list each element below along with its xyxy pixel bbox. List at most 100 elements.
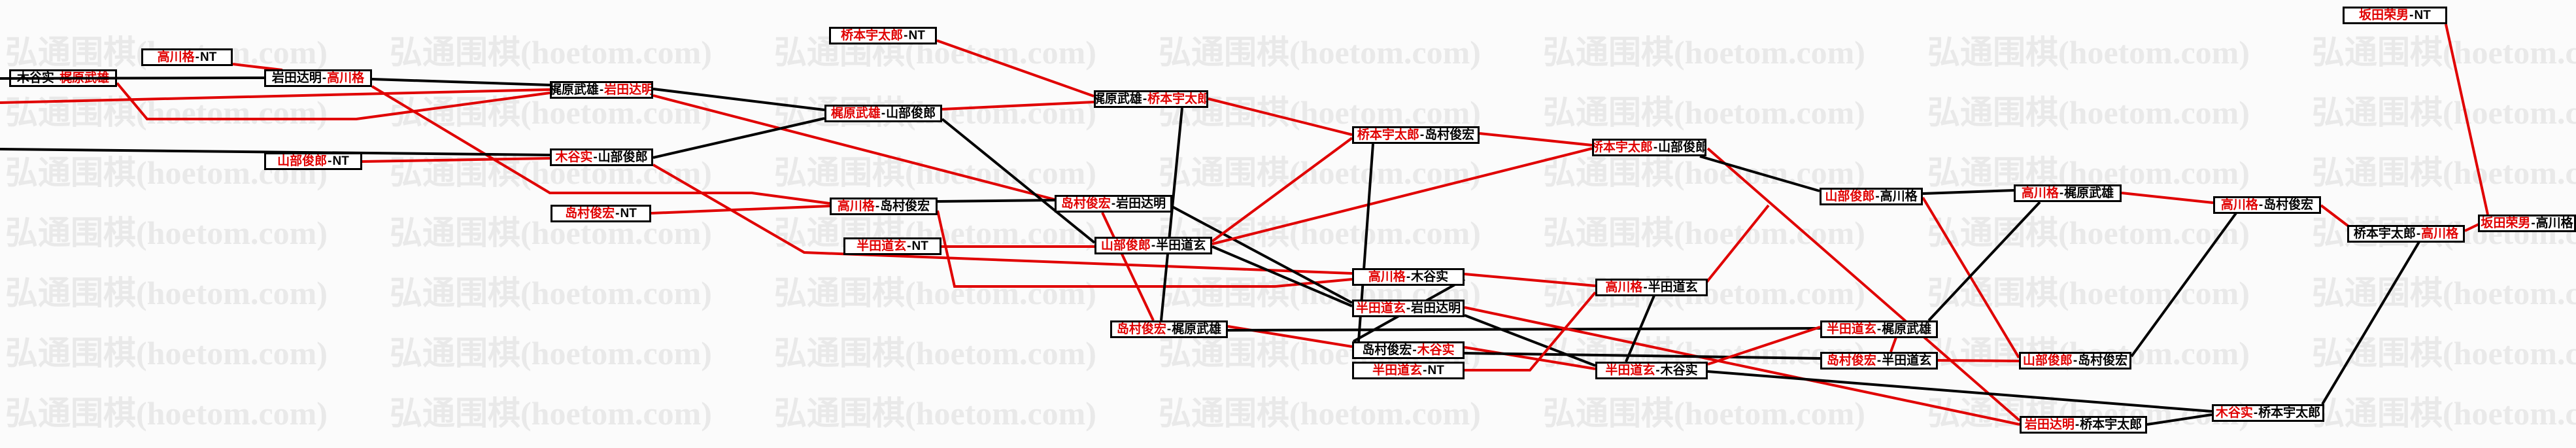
match-box-handa-nt-2: 半田道玄-NT — [1352, 362, 1465, 379]
match-box-kajiwara-yamabe: 梶原武雄-山部俊郎 — [824, 105, 942, 122]
connector-line-red — [116, 82, 551, 120]
connector-line-black — [371, 78, 551, 86]
player-name-second: 岛村俊宏 — [2078, 354, 2128, 368]
match-box-shimamura-handa: 岛村俊宏-半田道玄 — [1820, 352, 1938, 370]
name-separator: - — [1406, 270, 1411, 284]
player-name-first: 高川格 — [2021, 186, 2059, 200]
no-game-label: NT — [332, 154, 349, 168]
player-name-second: 木谷实 — [1660, 364, 1698, 377]
player-name-first: 高川格 — [157, 50, 195, 64]
player-name-second: 半田道玄 — [1156, 239, 1206, 252]
player-name-first: 半田道玄 — [1355, 302, 1406, 315]
player-name-second: 岛村俊宏 — [2263, 198, 2314, 212]
player-name-first: 山部俊郎 — [2022, 354, 2073, 368]
match-box-hashimoto-nt: 桥本宇太郎-NT — [829, 27, 937, 44]
player-name-first: 高川格 — [1368, 270, 1406, 284]
name-separator: - — [1643, 281, 1648, 294]
match-box-kajiwara-hashimoto: 梶原武雄-桥本宇太郎 — [1094, 90, 1208, 108]
player-name-first: 岛村俊宏 — [1362, 343, 1412, 357]
match-box-hashimoto-takagawa: 桥本宇太郎-高川格 — [2347, 225, 2465, 243]
connector-line-red — [2445, 24, 2489, 215]
match-box-sakata-nt: 坂田荣男-NT — [2343, 7, 2447, 24]
name-separator: - — [1653, 141, 1658, 154]
name-separator: - — [1166, 322, 1172, 336]
no-game-label: NT — [908, 29, 925, 43]
name-separator: - — [2416, 227, 2421, 241]
connector-line-red — [936, 39, 1094, 97]
connector-line-black — [1212, 245, 1353, 307]
connector-line-red — [0, 88, 551, 104]
connector-line-red — [1479, 132, 1593, 146]
name-separator: - — [2075, 418, 2080, 432]
connector-line-black — [1160, 107, 1183, 321]
connector-line-black — [937, 199, 1055, 203]
player-name-second: 桥本宇太郎 — [2258, 406, 2321, 420]
player-name-second: 岛村俊宏 — [880, 199, 930, 213]
player-name-second: 岩田达明 — [1411, 302, 1461, 315]
player-name-second: 岛村俊宏 — [1425, 128, 1475, 142]
connector-line-black — [0, 148, 551, 156]
player-name-first: 坂田荣男 — [2481, 216, 2531, 230]
connector-line-red — [1890, 337, 1897, 353]
name-separator: - — [1876, 354, 1882, 368]
connector-line-red — [652, 94, 1055, 201]
match-box-shimamura-iwata: 岛村俊宏-岩田达明 — [1055, 195, 1172, 213]
player-name-first: 山部俊郎 — [277, 154, 328, 168]
name-separator: - — [593, 150, 598, 164]
match-box-hashimoto-yamabe: 桥本宇太郎-山部俊郎 — [1592, 139, 1706, 156]
name-separator: - — [2073, 354, 2078, 368]
connector-line-black — [652, 88, 825, 111]
match-box-shimamura-kitani: 岛村俊宏-木谷实 — [1352, 341, 1465, 359]
name-separator: - — [907, 239, 911, 253]
connector-line-red — [1937, 359, 2020, 362]
match-box-takagawa-nt: 高川格-NT — [141, 48, 233, 66]
player-name-first: 桥本宇太郎 — [2353, 227, 2416, 241]
connector-line-black — [2146, 413, 2212, 426]
connector-line-black — [652, 117, 825, 159]
player-name-second: 山部俊郎 — [886, 107, 936, 120]
match-box-yamabe-shimamura: 山部俊郎-岛村俊宏 — [2019, 352, 2131, 370]
player-name-second: 半田道玄 — [1648, 281, 1698, 294]
player-name-second: 木谷实 — [1411, 270, 1449, 284]
name-separator: - — [195, 50, 199, 64]
player-name-first: 桥本宇太郎 — [1357, 128, 1419, 142]
player-name-second: 高川格 — [2535, 216, 2573, 230]
player-name-first: 山部俊郎 — [1825, 190, 1875, 203]
player-name-second: 梶原武雄 — [1882, 322, 1932, 336]
player-name-first: 木谷实 — [555, 150, 593, 164]
connector-line-black — [1625, 295, 1655, 362]
connector-line-black — [2130, 212, 2237, 358]
match-box-takagawa-shimamura-2: 高川格-岛村俊宏 — [2213, 196, 2321, 214]
no-game-label: NT — [1427, 364, 1444, 377]
match-box-iwata-hashimoto: 岩田达明-桥本宇太郎 — [2020, 416, 2147, 434]
connector-line-red — [232, 63, 283, 71]
player-name-second: 山部俊郎 — [598, 150, 648, 164]
connector-line-red — [1464, 273, 1596, 287]
match-box-takagawa-handa: 高川格-半田道玄 — [1595, 279, 1708, 296]
match-box-shimamura-kajiwara: 岛村俊宏-梶原武雄 — [1110, 320, 1228, 338]
player-name-first: 半田道玄 — [1826, 322, 1876, 336]
player-name-first: 岛村俊宏 — [1826, 354, 1876, 368]
name-separator: - — [1142, 92, 1147, 106]
name-separator: - — [1412, 343, 1417, 357]
player-name-second: 桥本宇太郎 — [2080, 418, 2143, 432]
connector-line-black — [1707, 370, 2212, 413]
match-box-hashimoto-shimamura: 桥本宇太郎-岛村俊宏 — [1352, 126, 1480, 144]
connector-line-red — [651, 205, 830, 215]
match-box-takagawa-kitani: 高川格-木谷实 — [1352, 268, 1465, 286]
player-name-first: 岛村俊宏 — [1116, 322, 1166, 336]
name-separator: - — [1111, 197, 1116, 211]
player-name-first: 半田道玄 — [856, 239, 907, 253]
player-name-first: 高川格 — [837, 199, 875, 213]
match-box-kitani-hashimoto: 木谷实-桥本宇太郎 — [2212, 404, 2324, 422]
player-name-first: 半田道玄 — [1605, 364, 1655, 377]
connector-line-red — [1464, 306, 2020, 426]
name-separator: - — [2409, 9, 2414, 22]
connector-line-red — [1464, 346, 1596, 370]
player-name-first: 高川格 — [2220, 198, 2258, 212]
connector-line-red — [371, 85, 830, 205]
match-box-kitani-yamabe: 木谷实-山部俊郎 — [550, 148, 653, 166]
match-box-yamabe-handa: 山部俊郎-半田道玄 — [1094, 237, 1212, 254]
player-name-second: 高川格 — [2421, 227, 2459, 241]
